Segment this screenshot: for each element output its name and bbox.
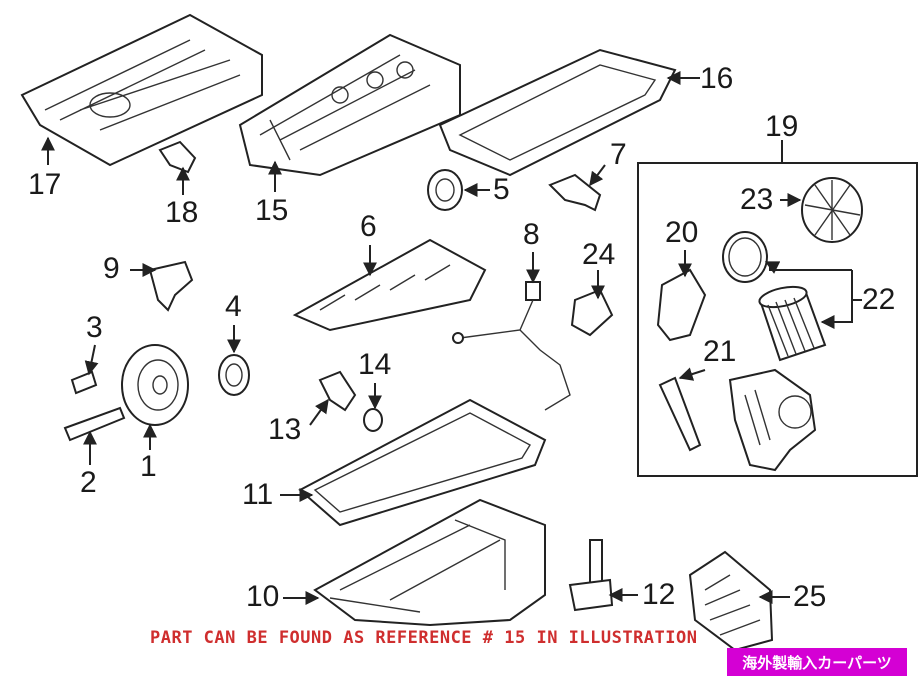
callout-22: 22 (862, 283, 896, 316)
part-3-bolt (70, 370, 98, 395)
part-6-intake-gasket (292, 238, 487, 332)
callout-20: 20 (665, 216, 699, 249)
part-11-oil-pan-gasket (298, 398, 547, 527)
callout-17: 17 (28, 168, 62, 201)
watermark-badge: 海外製輸入カーパーツ (727, 648, 907, 676)
part-5-seal (427, 169, 463, 211)
callout-23: 23 (740, 183, 774, 216)
part-2-bolt (63, 406, 126, 442)
callout-25: 25 (793, 580, 827, 613)
callout-11: 11 (242, 478, 274, 511)
part-12-oil-sensor (568, 539, 614, 612)
callout-10: 10 (246, 580, 280, 613)
callout-2: 2 (80, 466, 97, 499)
part-13-sensor (318, 370, 357, 412)
part-9-sensor (148, 260, 194, 312)
part-20-housing-gasket (656, 268, 707, 342)
part-16-valve-cover-gasket (438, 48, 677, 177)
part-14-plug (363, 408, 383, 432)
part-4-seal (218, 354, 250, 396)
leader-lines (41, 71, 862, 605)
callout-5: 5 (493, 173, 510, 206)
callout-15: 15 (255, 194, 289, 227)
part-10-oil-pan (313, 498, 546, 627)
callout-13: 13 (268, 413, 302, 446)
callout-18: 18 (165, 196, 199, 229)
callout-24: 24 (582, 238, 616, 271)
part-15-valve-cover (238, 33, 461, 177)
callout-8: 8 (523, 218, 540, 251)
part-1-crank-pulley (121, 344, 189, 426)
part-21-strip-gasket (658, 376, 702, 452)
part-7-sensor (548, 173, 602, 212)
callout-3: 3 (86, 311, 103, 344)
callout-16: 16 (700, 62, 734, 95)
reference-note: PART CAN BE FOUND AS REFERENCE # 15 IN I… (150, 628, 698, 648)
callout-9: 9 (103, 252, 120, 285)
callout-12: 12 (642, 578, 676, 611)
part-25-oil-cooler (688, 550, 774, 652)
part-18-bracket (158, 140, 197, 174)
callout-1: 1 (140, 450, 157, 483)
part-24-sensor (570, 288, 614, 337)
callout-7: 7 (610, 138, 627, 171)
part-filter-housing (728, 368, 817, 472)
part-19-oil-filter-kit-box (637, 162, 918, 477)
callout-14: 14 (358, 348, 392, 381)
callout-4: 4 (225, 290, 242, 323)
part-23-filter-cap (801, 177, 863, 243)
part-17-engine-cover (20, 13, 263, 167)
callout-21: 21 (703, 335, 737, 368)
part-22-oil-filter (758, 285, 827, 362)
callout-6: 6 (360, 210, 377, 243)
part-8-oxygen-sensor (452, 281, 571, 411)
callout-19: 19 (765, 110, 799, 143)
part-22-oring (722, 231, 768, 283)
